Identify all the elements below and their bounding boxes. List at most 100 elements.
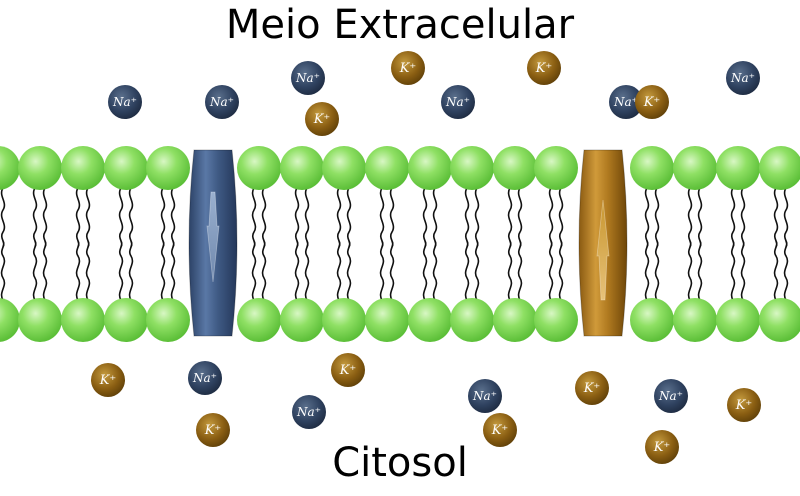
potassium-ion: K⁺: [91, 363, 125, 397]
lipid-tail-upper: [773, 187, 779, 248]
lipid-tail-lower: [346, 240, 352, 301]
lipid-tail-lower: [740, 240, 746, 301]
lipid-tail-upper: [170, 187, 176, 248]
sodium-ion: Na⁺: [292, 395, 326, 429]
lipid-tail-lower: [783, 240, 789, 301]
potassium-ion: K⁺: [527, 51, 561, 85]
lipid-tail-lower: [517, 240, 523, 301]
lipid-tail-upper: [128, 187, 134, 248]
ion-label: Na⁺: [112, 95, 137, 109]
ion-label: K⁺: [535, 61, 553, 76]
extracellular-label: Meio Extracelular: [225, 2, 575, 48]
ion-ball: [292, 395, 326, 429]
ion-ball: [527, 51, 561, 85]
ion-ball: [654, 379, 688, 413]
lipid-tail-upper: [389, 187, 395, 248]
sodium-ion: Na⁺: [188, 361, 222, 395]
lipid-head-upper: [0, 146, 20, 190]
arrow-up-icon: [596, 199, 610, 301]
lipid-tail-lower: [75, 240, 81, 301]
lipid-tail-upper: [654, 187, 660, 248]
lipid-tail-lower: [654, 240, 660, 301]
lipid-tail-upper: [304, 187, 310, 248]
ion-ball: [726, 61, 760, 95]
lipid-tail-upper: [42, 187, 48, 248]
lipid-head-upper: [450, 146, 494, 190]
lipid-head-upper: [534, 146, 578, 190]
lipid-heads: [0, 146, 800, 342]
lipid-head-lower: [673, 298, 717, 342]
lipid-tail-upper: [160, 187, 166, 248]
lipid-head-lower: [237, 298, 281, 342]
potassium-ion: K⁺: [391, 51, 425, 85]
lipid-tail-upper: [687, 187, 693, 248]
lipid-head-upper: [716, 146, 760, 190]
sodium-ion: Na⁺: [468, 379, 502, 413]
lipid-tail-lower: [507, 240, 513, 301]
ion-ball: [205, 85, 239, 119]
ion-label: K⁺: [313, 112, 331, 127]
lipid-head-upper: [146, 146, 190, 190]
lipid-head-lower: [408, 298, 452, 342]
ion-ball: [645, 430, 679, 464]
ion-ball: [483, 413, 517, 447]
ion-label: Na⁺: [472, 389, 497, 403]
ion-label: Na⁺: [445, 95, 470, 109]
lipid-tail-upper: [118, 187, 124, 248]
sodium-ion: Na⁺: [205, 85, 239, 119]
lipid-tail-lower: [687, 240, 693, 301]
potassium-ion: K⁺: [727, 388, 761, 422]
sodium-ion: Na⁺: [609, 85, 643, 119]
lipid-tail-lower: [170, 240, 176, 301]
lipid-tail-upper: [730, 187, 736, 248]
lipid-tail-lower: [42, 240, 48, 301]
ion-label: K⁺: [339, 363, 357, 378]
lipid-tail-lower: [251, 240, 257, 301]
potassium-ion: K⁺: [575, 371, 609, 405]
potassium-ion: K⁺: [196, 413, 230, 447]
ion-ball: [468, 379, 502, 413]
lipid-head-lower: [630, 298, 674, 342]
lipid-tail-upper: [422, 187, 428, 248]
lipid-head-lower: [716, 298, 760, 342]
lipid-head-upper: [61, 146, 105, 190]
lipid-head-lower: [365, 298, 409, 342]
lipid-tail-upper: [75, 187, 81, 248]
lipid-tail-upper: [294, 187, 300, 248]
sodium-ion: Na⁺: [291, 61, 325, 95]
ion-ball: [196, 413, 230, 447]
lipid-head-lower: [280, 298, 324, 342]
lipid-tail-lower: [464, 240, 470, 301]
sodium-ion: Na⁺: [108, 85, 142, 119]
lipid-tail-lower: [773, 240, 779, 301]
ion-ball: [108, 85, 142, 119]
lipid-head-upper: [493, 146, 537, 190]
lipid-head-upper: [322, 146, 366, 190]
ion-label: Na⁺: [295, 71, 320, 85]
lipid-tail-upper: [261, 187, 267, 248]
potassium-ion: K⁺: [635, 85, 669, 119]
lipid-head-upper: [365, 146, 409, 190]
lipid-tail-upper: [0, 187, 6, 248]
potassium-channel: [578, 149, 628, 337]
lipid-tail-upper: [507, 187, 513, 248]
ion-ball: [91, 363, 125, 397]
lipid-head-lower: [0, 298, 20, 342]
lipid-head-upper: [237, 146, 281, 190]
ion-ball: [635, 85, 669, 119]
sodium-ion: Na⁺: [726, 61, 760, 95]
lipid-head-lower: [61, 298, 105, 342]
ions: Na⁺Na⁺Na⁺K⁺K⁺Na⁺K⁺Na⁺K⁺Na⁺K⁺Na⁺K⁺K⁺Na⁺Na…: [91, 51, 761, 464]
lipid-tail-upper: [548, 187, 554, 248]
lipid-tail-lower: [697, 240, 703, 301]
lipid-head-upper: [759, 146, 800, 190]
ion-label: K⁺: [653, 440, 671, 455]
ion-label: Na⁺: [209, 95, 234, 109]
ion-ball: [727, 388, 761, 422]
lipid-tail-lower: [118, 240, 124, 301]
lipid-tail-lower: [558, 240, 564, 301]
lipid-tail-upper: [346, 187, 352, 248]
lipid-head-lower: [759, 298, 800, 342]
